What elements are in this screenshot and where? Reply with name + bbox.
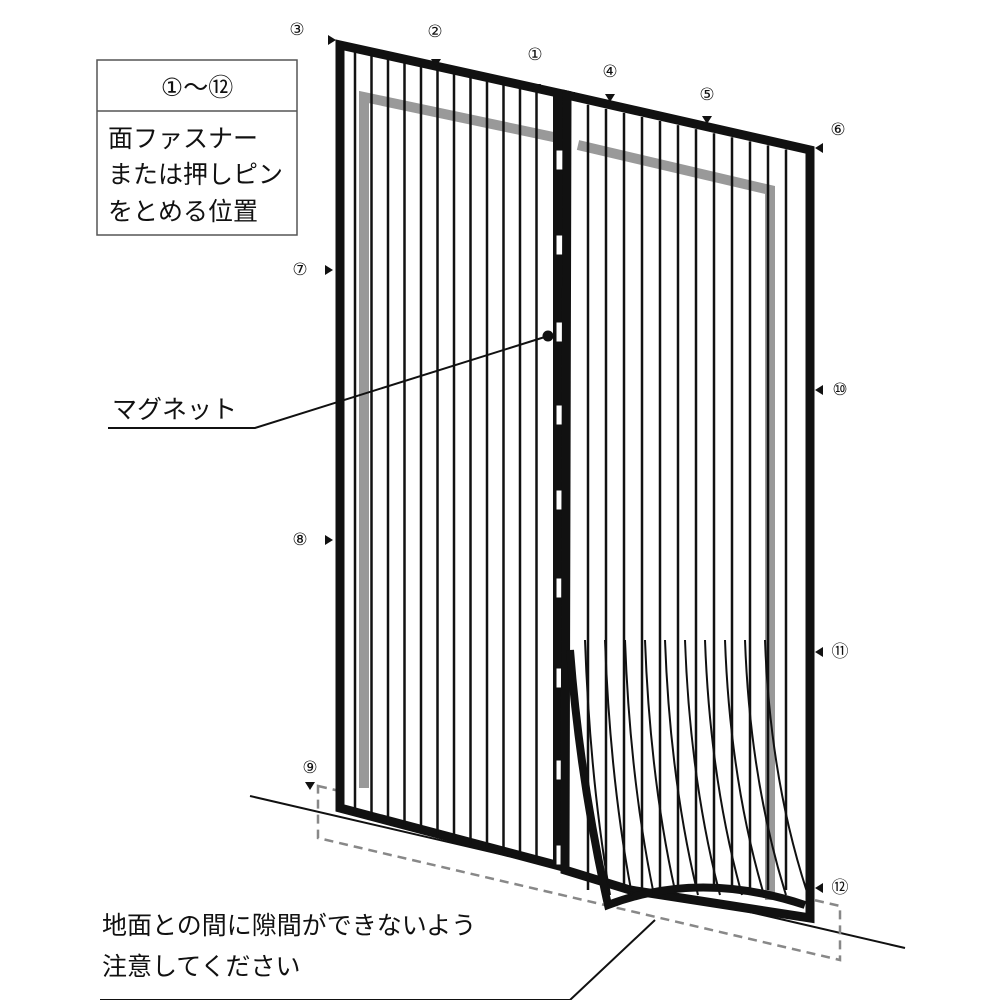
marker-label: ⑤: [699, 85, 714, 105]
flap-stripe: [664, 639, 699, 896]
marker-arrow-icon: [815, 143, 823, 153]
left-panel-stripes: [353, 51, 538, 862]
legend-line-3: をとめる位置: [108, 197, 258, 226]
note-line-2: 注意してください: [102, 952, 301, 981]
flap-stripe: [604, 639, 633, 896]
marker-arrow-icon: [531, 84, 541, 92]
flap-stripe: [684, 639, 721, 896]
marker-4: ④: [602, 62, 618, 102]
legend-line-1: 面ファスナー: [108, 124, 258, 153]
marker-3: ③: [289, 20, 336, 45]
marker-arrow-icon: [305, 782, 315, 790]
right-curtain-panel: [560, 89, 815, 924]
marker-arrow-icon: [431, 59, 441, 67]
marker-11: ⑪: [815, 642, 849, 662]
marker-arrow-icon: [325, 535, 333, 545]
marker-7: ⑦: [292, 260, 333, 280]
marker-8: ⑧: [292, 530, 333, 550]
marker-5: ⑤: [699, 85, 715, 124]
flap-stripe: [584, 639, 611, 896]
flap-stripe: [744, 639, 787, 896]
marker-label: ⑩: [832, 380, 847, 400]
legend-box: ①～⑫ 面ファスナー または押しピン をとめる位置: [96, 59, 298, 236]
note-line-1: 地面との間に隙間ができないよう: [102, 911, 476, 940]
marker-arrow-icon: [815, 647, 823, 657]
marker-label: ⑦: [292, 260, 307, 280]
marker-label: ①: [527, 45, 542, 65]
marker-label: ②: [427, 22, 442, 42]
magnet-label: マグネット: [112, 395, 237, 424]
marker-arrow-icon: [605, 94, 615, 102]
flap-stripe: [624, 639, 655, 896]
marker-label: ⑫: [832, 878, 849, 898]
marker-1: ①: [527, 45, 543, 92]
marker-2: ②: [427, 22, 443, 67]
marker-label: ⑥: [830, 120, 845, 140]
right-panel-stripes: [586, 104, 788, 890]
marker-arrow-icon: [815, 883, 823, 893]
marker-10: ⑩: [815, 380, 848, 400]
marker-9: ⑨: [302, 758, 318, 790]
marker-label: ⑪: [832, 642, 849, 662]
flap-stripe: [704, 639, 743, 896]
marker-label: ⑧: [292, 530, 307, 550]
left-panel-fastener-strip: [359, 90, 560, 788]
flap-stripe: [644, 639, 677, 896]
marker-12: ⑫: [815, 878, 849, 898]
position-markers: ① ② ③ ④ ⑤ ⑥ ⑦ ⑧ ⑨ ⑩ ⑪ ⑫: [289, 20, 848, 898]
note-leader-line: [100, 919, 656, 1000]
magnet-leader-line: [108, 335, 549, 429]
legend-line-2: または押しピン: [108, 160, 283, 189]
marker-label: ④: [602, 62, 617, 82]
magnet-leader-dot: [542, 330, 554, 342]
marker-label: ③: [289, 20, 304, 40]
curtain-flap-edge: [566, 649, 807, 911]
flap-stripe: [764, 639, 809, 896]
floor-gap-dashed-outline: [316, 784, 842, 962]
legend-range: ①～⑫: [161, 73, 233, 102]
marker-arrow-icon: [328, 35, 336, 45]
left-curtain-panel: [335, 39, 575, 874]
marker-arrow-icon: [702, 116, 712, 124]
marker-6: ⑥: [815, 120, 846, 153]
flap-stripes: [584, 639, 809, 896]
marker-label: ⑨: [302, 758, 317, 778]
marker-arrow-icon: [815, 385, 823, 395]
flap-stripe: [724, 639, 765, 896]
marker-arrow-icon: [325, 265, 333, 275]
